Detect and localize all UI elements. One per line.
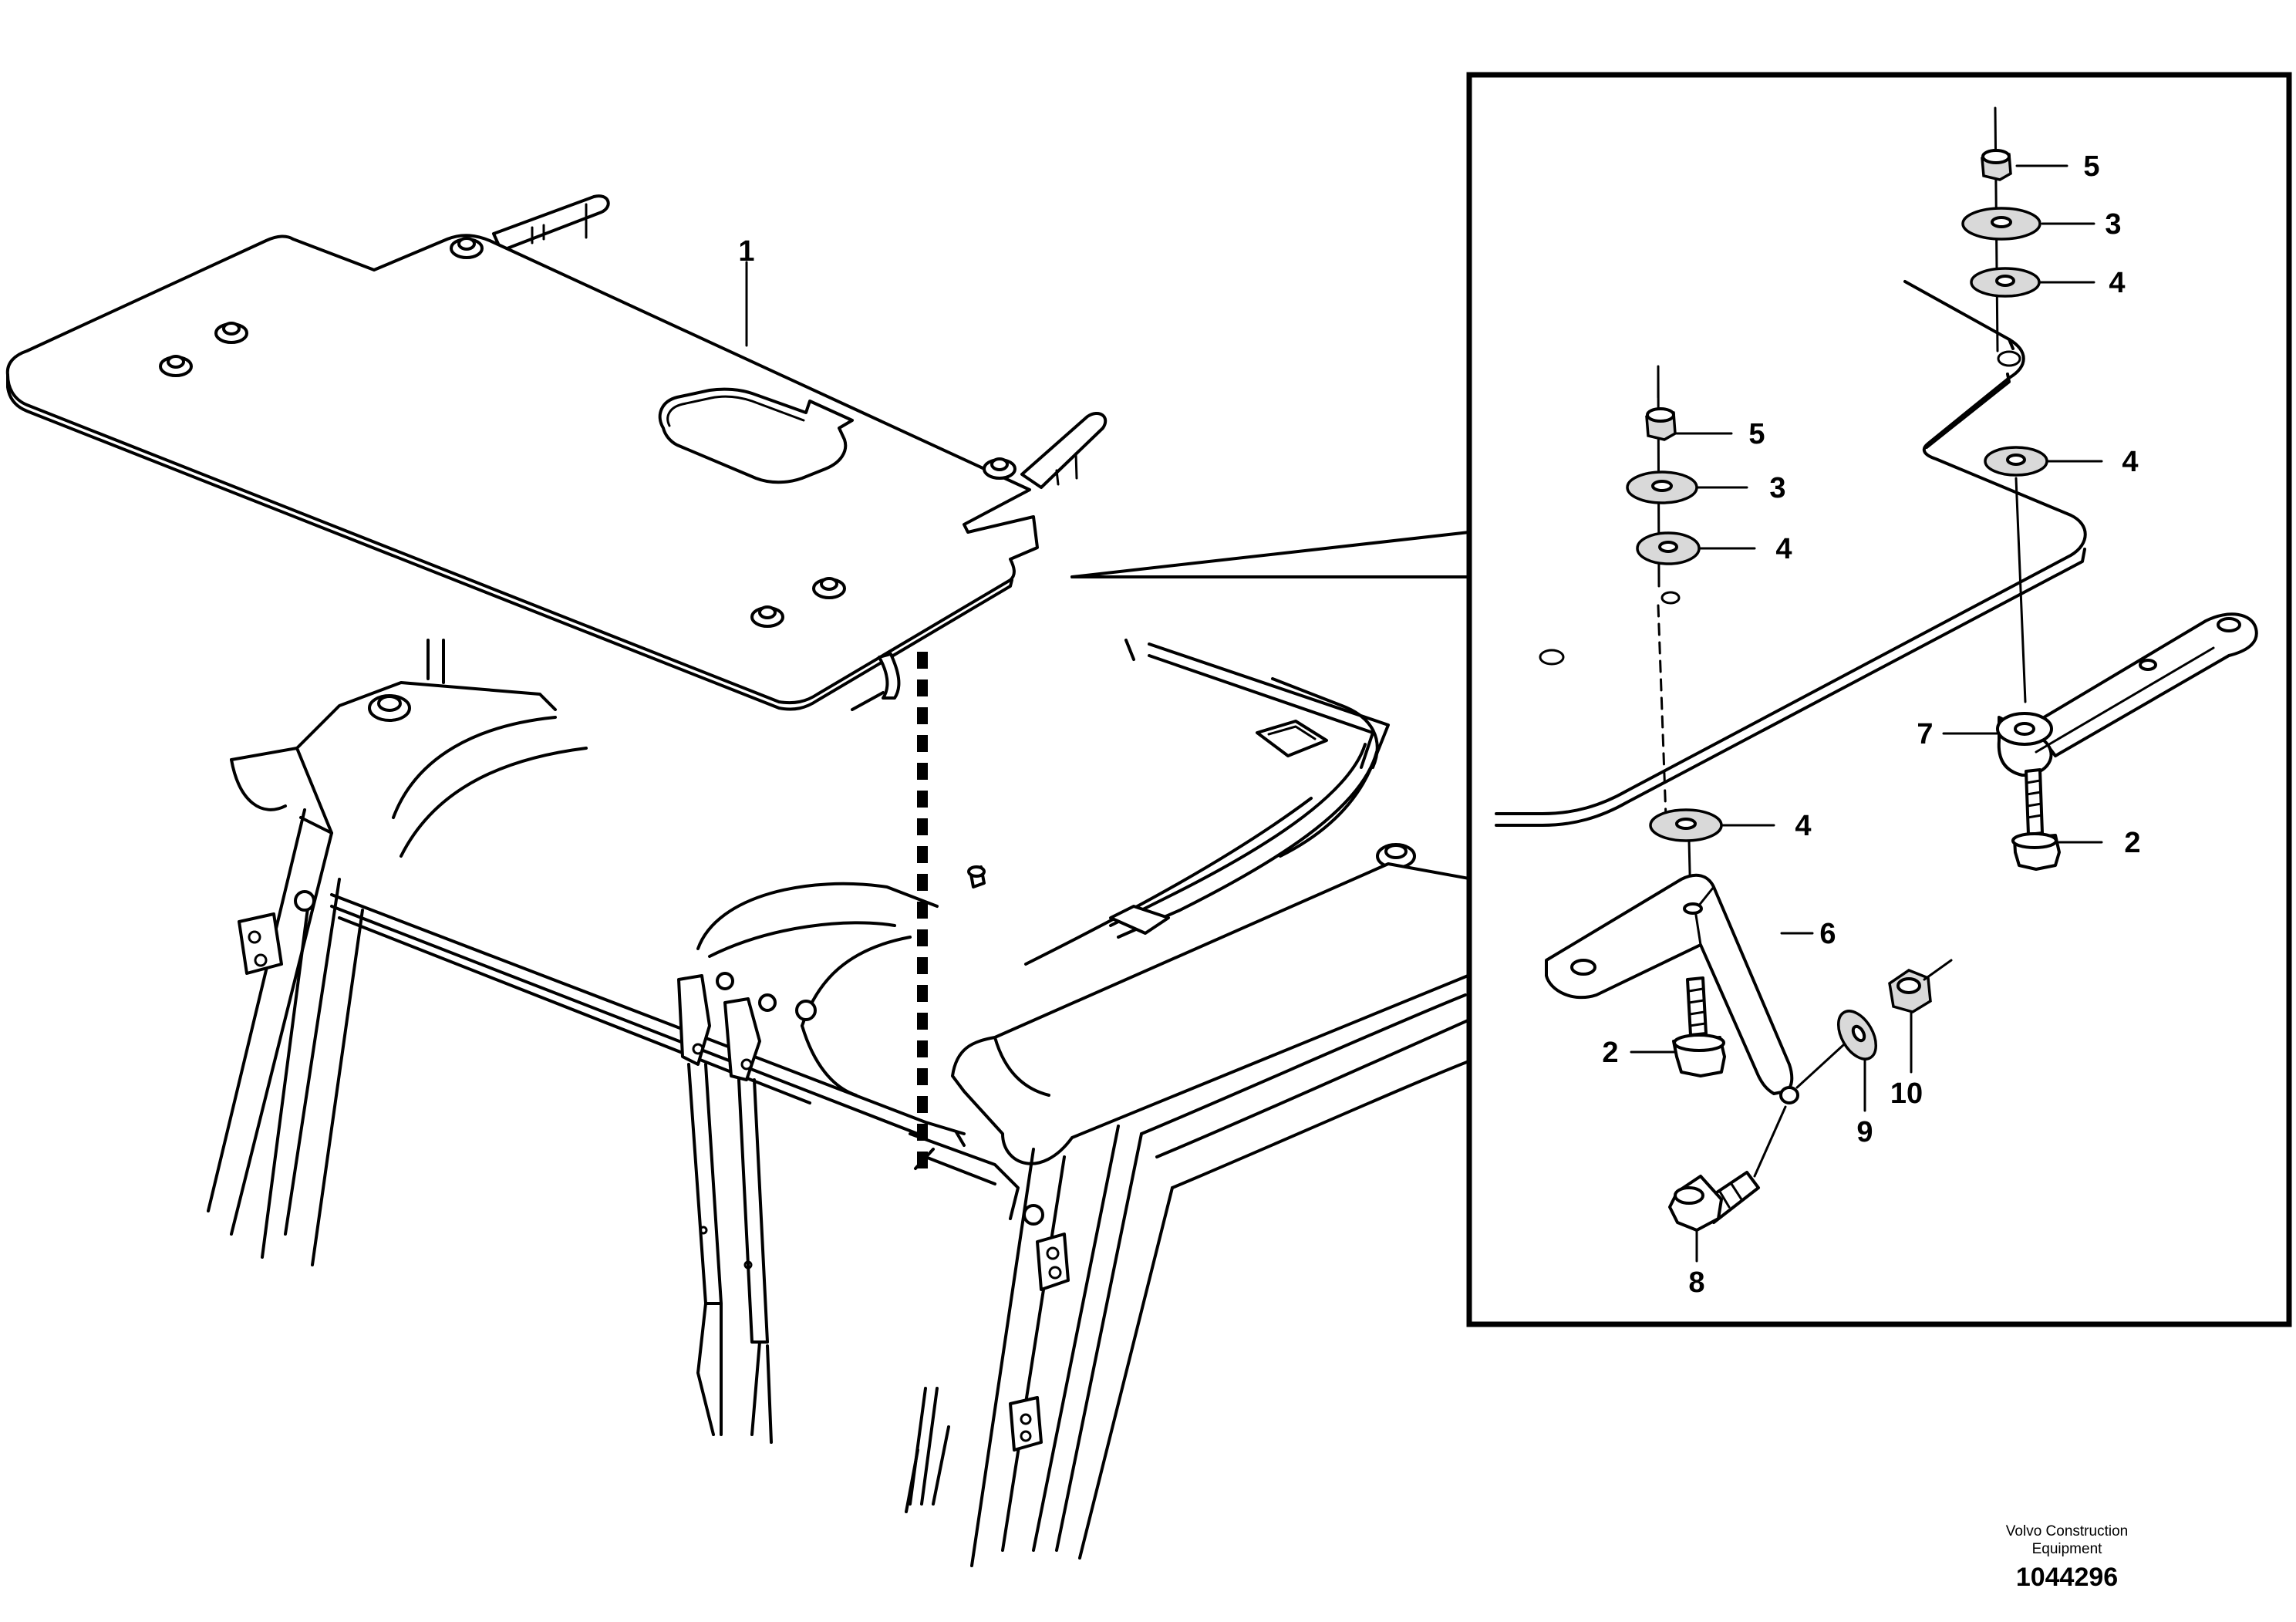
callout-3-left: 3: [1769, 472, 1785, 504]
roof-plate: [5, 194, 1108, 711]
callout-4-left-bottom: 4: [1795, 810, 1811, 842]
callout-leaders: [1630, 164, 2103, 1263]
callout-2-left: 2: [1602, 1037, 1618, 1069]
detail-connector-top: [1070, 531, 1471, 578]
callout-2-right: 2: [2124, 827, 2140, 859]
callout-1: 1: [738, 235, 754, 268]
callout-3-right: 3: [2105, 208, 2121, 241]
publisher-name-line1: Volvo Construction: [2005, 1523, 2129, 1539]
publisher-name-line2: Equipment: [2031, 1541, 2102, 1557]
callout-5-left: 5: [1748, 418, 1765, 450]
callout-4-right-top: 4: [2109, 267, 2125, 299]
callout-4-left-top: 4: [1775, 533, 1792, 565]
callout-8: 8: [1688, 1266, 1704, 1299]
callout-6: 6: [1819, 918, 1836, 950]
callout-5-right: 5: [2083, 150, 2099, 183]
cab-structure: [207, 639, 1498, 1567]
callout-7: 7: [1917, 718, 1933, 750]
publisher-footer: Volvo Construction Equipment 1044296: [1944, 1523, 2190, 1593]
detail-view: [1466, 72, 2292, 1327]
callout-4-right-mid: 4: [2122, 446, 2138, 478]
callout-10: 10: [1890, 1077, 1923, 1110]
illustration-number: 1044296: [2015, 1563, 2119, 1592]
callout-numbers: 1 5 3 4 4 5 3 4 4 6 7 2 2 8 9 10: [738, 150, 2140, 1299]
callout-9: 9: [1856, 1116, 1873, 1148]
